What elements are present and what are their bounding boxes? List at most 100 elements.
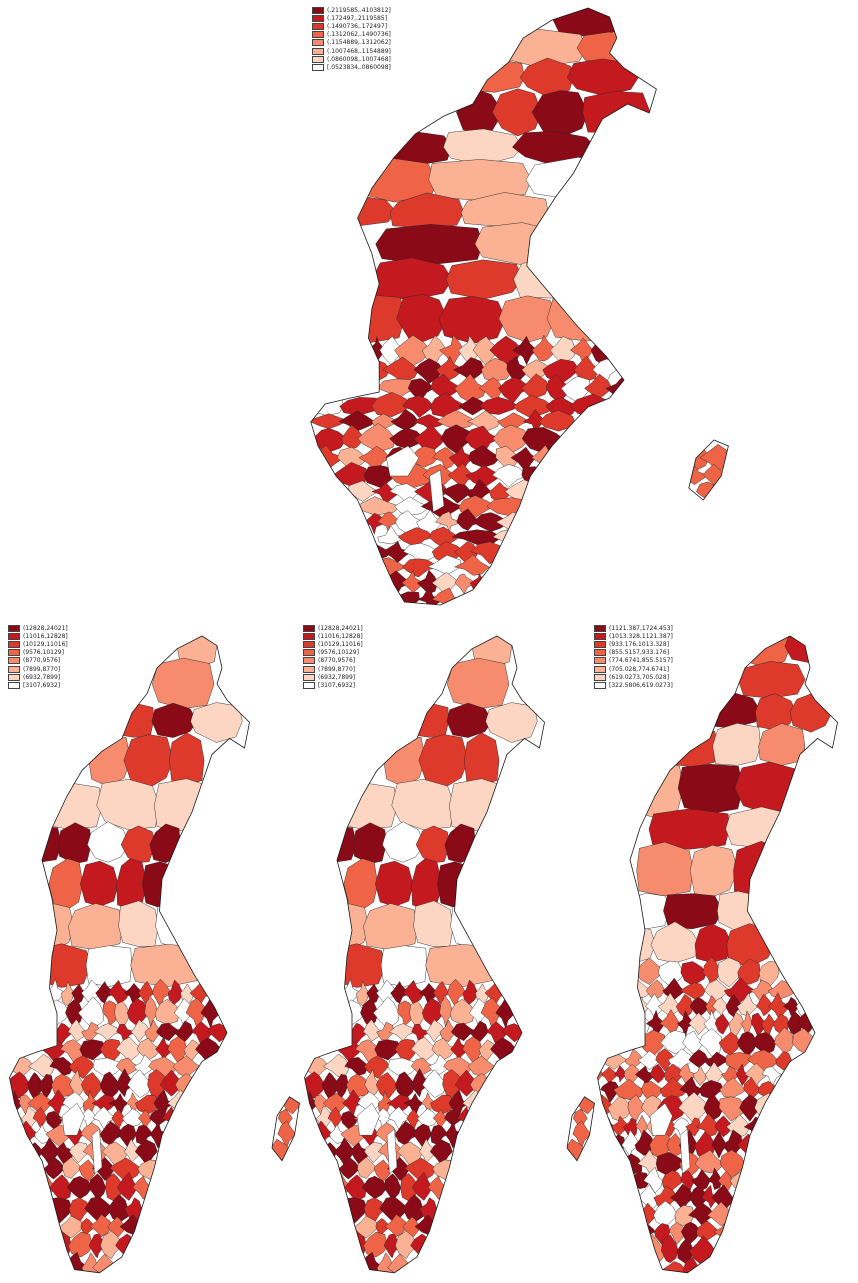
legend-swatch bbox=[8, 632, 20, 640]
municipality-region bbox=[643, 1166, 663, 1194]
legend-swatch bbox=[303, 632, 315, 640]
municipality-region bbox=[431, 572, 458, 597]
municipality-region bbox=[343, 858, 378, 910]
legend-label: (9576,10129] bbox=[23, 649, 64, 657]
municipality-region bbox=[425, 944, 502, 988]
municipality-region bbox=[448, 446, 475, 473]
legend-row: (.0860098,.1007468] bbox=[312, 55, 391, 63]
municipality-region bbox=[322, 1092, 349, 1116]
municipality-region bbox=[573, 1108, 588, 1130]
municipality-region bbox=[69, 1069, 86, 1097]
municipality-region bbox=[35, 782, 103, 830]
municipality-region bbox=[363, 903, 418, 951]
legend-swatch bbox=[8, 649, 20, 657]
municipality-region bbox=[387, 1106, 413, 1130]
municipality-region bbox=[421, 335, 448, 366]
municipality-region bbox=[341, 424, 365, 450]
municipality-region bbox=[497, 412, 531, 431]
municipality-region bbox=[376, 1021, 395, 1041]
municipality-region bbox=[397, 527, 435, 548]
legend-bottom-middle: (12828,24021] (11016,12828] (10129,11016… bbox=[303, 624, 363, 690]
municipality-region bbox=[135, 1094, 161, 1115]
legend-swatch bbox=[8, 640, 20, 648]
legend-row: (8770,9576] bbox=[8, 657, 68, 665]
municipality-region bbox=[418, 982, 440, 1007]
municipality-region bbox=[47, 1089, 71, 1117]
legend-swatch bbox=[303, 657, 315, 665]
municipality-region bbox=[84, 1196, 114, 1224]
map-bottom-middle bbox=[304, 635, 595, 1274]
municipality-region bbox=[111, 1109, 126, 1131]
municipality-region bbox=[402, 395, 435, 418]
municipality-region bbox=[653, 1185, 678, 1213]
municipality-region bbox=[363, 1055, 390, 1079]
municipality-region bbox=[550, 336, 576, 366]
municipality-region bbox=[502, 1023, 525, 1043]
municipality-region bbox=[149, 823, 181, 863]
municipality-region bbox=[689, 997, 711, 1018]
municipality-region bbox=[89, 1214, 114, 1237]
legend-row: (9576,10129] bbox=[303, 649, 363, 657]
legend-swatch bbox=[594, 657, 606, 665]
municipality-region bbox=[173, 1020, 194, 1043]
municipality-region bbox=[358, 445, 390, 472]
legend-label: (.1490736,.172497] bbox=[327, 22, 388, 30]
legend-label: (8770,9576] bbox=[23, 657, 61, 665]
municipality-region bbox=[435, 511, 463, 534]
municipality-region bbox=[172, 1055, 200, 1078]
municipality-region bbox=[719, 1077, 747, 1098]
municipality-region bbox=[79, 1039, 108, 1061]
municipality-region bbox=[412, 414, 448, 429]
municipality-region bbox=[382, 540, 412, 564]
municipality-region bbox=[87, 821, 130, 863]
legend-swatch bbox=[8, 681, 20, 689]
municipality-region bbox=[333, 1073, 349, 1099]
municipality-region bbox=[485, 702, 538, 743]
lake-shape bbox=[429, 469, 445, 513]
municipality-region bbox=[468, 444, 501, 468]
municipality-region bbox=[48, 858, 83, 910]
municipality-region bbox=[660, 1030, 688, 1055]
municipality-region bbox=[27, 1092, 54, 1116]
municipality-region bbox=[417, 586, 446, 605]
legend-label: (7899,8770] bbox=[23, 665, 61, 673]
legend-row: (.1007468,.1154889] bbox=[312, 47, 391, 55]
legend-swatch bbox=[312, 39, 324, 47]
municipality-region bbox=[88, 1233, 106, 1259]
municipality-region bbox=[663, 1063, 684, 1087]
legend-swatch bbox=[303, 649, 315, 657]
municipality-region bbox=[327, 1106, 342, 1129]
municipality-region bbox=[412, 1171, 433, 1201]
municipality-region bbox=[678, 1091, 709, 1125]
lake-shape bbox=[91, 1128, 103, 1175]
municipality-region bbox=[432, 447, 459, 470]
municipality-region bbox=[419, 1138, 438, 1163]
legend-row: (1121.387,1724.453] bbox=[594, 624, 673, 632]
municipality-region bbox=[88, 1173, 106, 1201]
municipality-region bbox=[66, 1175, 93, 1200]
legend-label: (619.0273,705.028] bbox=[609, 673, 670, 681]
municipality-region bbox=[371, 257, 453, 300]
legend-swatch bbox=[312, 14, 324, 22]
municipality-region bbox=[38, 1073, 54, 1099]
municipality-region bbox=[377, 511, 401, 536]
municipality-region bbox=[456, 508, 485, 531]
legend-row: (9576,10129] bbox=[8, 649, 68, 657]
municipality-region bbox=[421, 997, 445, 1027]
legend-swatch bbox=[594, 681, 606, 689]
municipality-region bbox=[703, 1009, 722, 1037]
municipality-region bbox=[428, 526, 460, 548]
municipality-region bbox=[432, 1109, 448, 1131]
municipality-region bbox=[662, 977, 685, 1000]
municipality-region bbox=[680, 1170, 696, 1195]
municipality-region bbox=[576, 31, 639, 64]
municipality-region bbox=[107, 1216, 125, 1239]
municipality-region bbox=[474, 222, 567, 266]
municipality-region bbox=[444, 823, 476, 863]
legend-label: (.2119585,.4103812] bbox=[327, 6, 391, 14]
municipality-region bbox=[154, 998, 180, 1025]
municipality-region bbox=[600, 1080, 621, 1104]
municipality-region bbox=[600, 1066, 619, 1084]
legend-row: (7899,8770] bbox=[303, 665, 363, 673]
municipality-region bbox=[363, 1197, 386, 1224]
